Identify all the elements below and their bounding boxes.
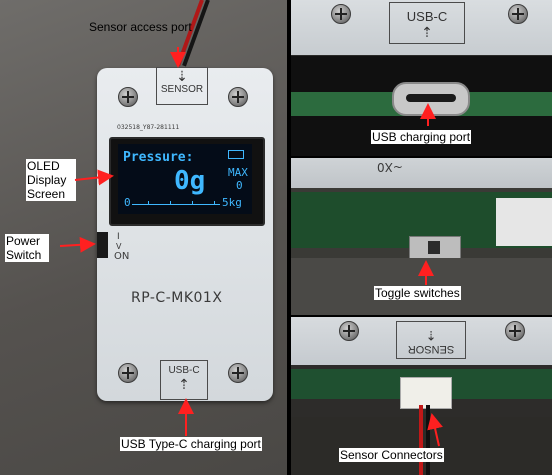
switch-symbol: V xyxy=(116,242,122,251)
usb-c-slot xyxy=(406,94,456,102)
label-usb-type-c-charging-port: USB Type-C charging port xyxy=(120,437,262,451)
oled-scale-max: 5kg xyxy=(222,196,242,209)
sensor-port-label: SENSOR xyxy=(160,84,204,95)
oled-max-value: 0 xyxy=(236,179,243,192)
sensor-port: ⇣ SENSOR xyxy=(156,67,208,105)
serial-text: 032518_Y87-281111 xyxy=(117,124,180,131)
oled-scale-tick xyxy=(148,201,149,205)
screw-icon xyxy=(228,363,248,383)
screw-icon xyxy=(118,87,138,107)
screw-icon xyxy=(508,4,528,24)
screw-icon xyxy=(228,87,248,107)
black-wire xyxy=(426,405,430,475)
closeup-case xyxy=(291,158,552,188)
oled-value: 0g xyxy=(174,166,206,196)
toggle-switch xyxy=(409,236,461,260)
closeup-usb-label: USB-C xyxy=(406,9,448,24)
power-switch[interactable] xyxy=(97,232,108,258)
screw-icon xyxy=(118,363,138,383)
screw-icon xyxy=(505,321,525,341)
closeup-print: ~X0 xyxy=(377,160,403,174)
arrow-up-icon: ⇡ xyxy=(421,24,433,40)
label-oled-display-screen: OLED Display Screen xyxy=(26,159,76,201)
oled-max-label: MAX xyxy=(228,166,248,179)
label-sensor-access-port: Sensor access port xyxy=(89,20,192,34)
arrow-icon: ⇡ xyxy=(425,328,437,343)
screw-icon xyxy=(331,4,351,24)
jst-connector xyxy=(400,377,452,409)
battery-icon xyxy=(228,150,244,159)
label-sensor-connectors: Sensor Connectors xyxy=(339,448,444,462)
usb-c-port: USB-C ⇡ xyxy=(160,360,208,400)
usb-port-label: USB-C xyxy=(168,365,200,376)
oled-scale-bar xyxy=(132,204,220,205)
usb-closeup-panel: USB-C ⇡ USB charging port xyxy=(291,0,552,156)
label-power-switch: Power Switch xyxy=(5,234,49,262)
oled-scale-tick xyxy=(214,201,215,205)
device-board xyxy=(97,68,273,401)
label-usb-charging-port: USB charging port xyxy=(371,130,472,144)
component xyxy=(496,198,552,246)
label-toggle-switches: Toggle switches xyxy=(374,286,461,300)
closeup-usb-box: USB-C ⇡ xyxy=(389,2,465,44)
closeup-sensor-box: SENSOR ⇡ xyxy=(396,321,466,359)
toggle-knob xyxy=(428,241,440,254)
screw-icon xyxy=(339,321,359,341)
usb-c-socket xyxy=(392,82,470,116)
closeup-sensor-label: SENSOR xyxy=(407,343,455,355)
arrow-down-icon: ⇣ xyxy=(176,68,188,84)
model-name: RP-C-MK01X xyxy=(131,290,223,306)
red-wire xyxy=(419,405,423,475)
oled-title: Pressure: xyxy=(123,150,194,165)
oled-scale-tick xyxy=(192,201,193,205)
oled-scale-tick xyxy=(170,201,171,205)
oled-screen: Pressure: 0g MAX 0 0 5kg xyxy=(118,144,252,214)
sensor-closeup-panel: SENSOR ⇡ Sensor Connectors xyxy=(291,317,552,475)
oled-scale-min: 0 xyxy=(124,196,131,209)
switch-on-mark: ON xyxy=(114,251,130,262)
switch-off-mark: I xyxy=(117,232,120,242)
arrow-up-icon: ⇡ xyxy=(178,376,190,392)
toggle-closeup-panel: ~X0 Toggle switches xyxy=(291,158,552,315)
